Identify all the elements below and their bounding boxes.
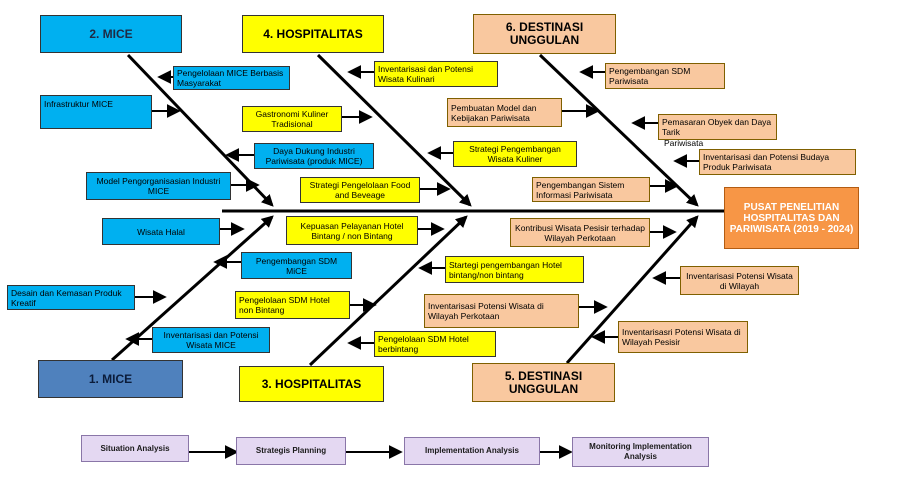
hospitalitas-top-item: Gastronomi Kuliner Tradisional [242,106,342,132]
hospitalitas-bottom-item: Pengelolaan SDM Hotel berbintang [374,331,496,357]
destinasi-bottom-item: Inventarisasi Potensi Wisata di Wilayah [680,266,799,295]
flow-step-strategis-planning: Strategis Planning [236,437,346,465]
header-hospitalitas-top: 4. HOSPITALITAS [242,15,384,53]
hospitalitas-bottom-item: Kepuasan Pelayanan Hotel Bintang / non B… [286,216,418,245]
flow-step-implementation-analysis: Implementation Analysis [404,437,540,465]
header-destinasi-top: 6. DESTINASI UNGGULAN [473,14,616,54]
target-box: PUSAT PENELITIAN HOSPITALITAS DAN PARIWI… [724,187,859,249]
destinasi-top-item: Pembuatan Model dan Kebijakan Pariwisata [447,98,562,127]
hospitalitas-top-item: Inventarisasi dan Potensi Wisata Kulinar… [374,61,498,87]
destinasi-bottom-item: Kontribusi Wisata Pesisir terhadap Wilay… [510,218,650,247]
destinasi-top-item: Pengembangan SDM Pariwisata [605,63,725,89]
header-mice-top: 2. MICE [40,15,182,53]
destinasi-bottom-item: Inventarisasri Potensi Wisata di Wilayah… [618,321,748,353]
mice-top-item: Pengelolaan MICE Berbasis Masyarakat [173,66,290,90]
header-destinasi-bottom: 5. DESTINASI UNGGULAN [472,363,615,402]
bone-hosp-top [316,53,472,207]
mice-top-item: Infrastruktur MICE [40,95,152,129]
hospitalitas-bottom-item: Startegi pengembangan Hotel bintang/non … [445,256,584,283]
mice-bottom-item: Pengembangan SDM MiCE [241,252,352,279]
mice-bottom-item: Inventarisasi dan Potensi Wisata MICE [152,327,270,353]
hospitalitas-top-item: Strategi Pengelolaan Food and Beveage [300,177,420,203]
header-hospitalitas-bottom: 3. HOSPITALITAS [239,366,384,402]
flow-step-situation-analysis: Situation Analysis [81,435,189,462]
destinasi-bottom-item: Inventarisasi Potensi Wisata di Wilayah … [424,294,579,328]
mice-bottom-item: Desain dan Kemasan Produk Kreatif [7,285,135,310]
mice-top-item: Model Pengorganisasian Industri MICE [86,172,231,200]
destinasi-top-item: Pemasaran Obyek dan Daya Tarik [658,114,777,140]
flow-step-monitoring: Monitoring Implementation Analysis [572,437,709,467]
hospitalitas-top-item: Strategi Pengembangan Wisata Kuliner [453,141,577,167]
mice-top-item: Daya Dukung Industri Pariwisata (produk … [254,143,374,169]
header-mice-bottom: 1. MICE [38,360,183,398]
bone-dest-bottom [565,215,699,364]
mice-bottom-item: Wisata Halal [102,218,220,245]
bone-hosp-bottom [308,215,468,367]
destinasi-top-item: Pengembangan Sistem Informasi Pariwisata [532,177,650,202]
hospitalitas-bottom-item: Pengelolaan SDM Hotel non Bintang [235,291,350,319]
destinasi-top-item: Inventarisasi dan Potensi Budaya Produk … [699,149,856,175]
destinasi-top-item-overflow-text: Pariwisata [664,138,704,148]
